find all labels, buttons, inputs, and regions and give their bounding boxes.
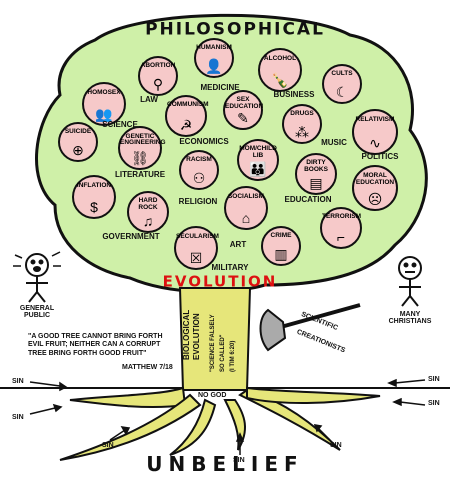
humanism-icon: 👤 [205, 58, 223, 75]
fruit-communism: COMMUNISM☭ [165, 95, 209, 137]
wave-icon: ∿ [369, 134, 381, 151]
trunk-science-falsely: "SCIENCE FALSELY [210, 314, 216, 372]
title-unbelief: UNBELIEF [146, 452, 304, 476]
shock-lines [13, 251, 61, 267]
fruit-racism: RACISM⚇ [179, 150, 219, 190]
trunk-so-called: SO CALLED" [220, 334, 226, 372]
verse-text: "A GOOD TREE CANNOT BRING FORTH EVIL FRU… [28, 333, 163, 357]
category-medicine: MEDICINE [200, 83, 240, 92]
sin-arrows [29, 378, 426, 455]
category-music: MUSIC [321, 138, 347, 147]
pills-icon: ⁂ [295, 124, 309, 141]
fruit-relativism: RELATIVISM∿ [352, 109, 398, 155]
fruit-drugs: DRUGS⁂ [282, 104, 322, 144]
fruit-mom-child-lib: MOM/CHILD LIB👪 [237, 139, 279, 181]
fruit-crime: CRIME▥ [261, 226, 301, 266]
tree-roots [59, 386, 381, 461]
no-god-label: NO GOD [198, 392, 227, 399]
two-figures-icon: ⚇ [192, 170, 206, 187]
fruit-moral-education: MORAL EDUCATION☹ [352, 165, 398, 211]
trunk-reference: (I TIM 6:20) [230, 340, 236, 372]
category-politics: POLITICS [361, 152, 399, 161]
category-education: EDUCATION [284, 195, 332, 204]
category-science: SCIENCE [102, 120, 138, 129]
many-christians-label: MANY CHRISTIANS [388, 311, 432, 325]
category-business: BUSINESS [273, 90, 315, 99]
family-icon: 👪 [249, 160, 267, 177]
fruit-inflation: INFLATION$ [72, 175, 116, 219]
category-economics: ECONOMICS [179, 137, 229, 146]
syringe-icon: ✎ [237, 110, 249, 127]
jail-bars-icon: ▥ [274, 246, 288, 263]
fruit-humanism: HUMANISM👤 [194, 38, 234, 78]
axe [259, 303, 361, 352]
title-philosophical: PHILOSOPHICAL [145, 19, 325, 40]
sin-label-4: SIN [233, 457, 245, 464]
verse-reference: MATTHEW 7/18 [122, 364, 173, 371]
abortion-icon: ⚲ [152, 76, 164, 93]
fruit-secularism: SECULARISM☒ [174, 226, 219, 270]
hammer-sickle-icon: ☭ [179, 116, 193, 133]
fruit-alcohol: ALCOHOL🍾 [258, 48, 302, 92]
category-military: MILITARY [211, 263, 249, 272]
moon-icon: ☾ [335, 84, 349, 101]
category-art: ART [229, 240, 247, 249]
sin-label-3: SIN [102, 442, 114, 449]
fruit-dirty-books: DIRTY BOOKS▤ [295, 153, 337, 195]
title-evolution: EVOLUTION [162, 272, 278, 291]
chain-icon: ⛓ [131, 149, 149, 166]
target-icon: ⊕ [72, 142, 84, 159]
guitar-icon: ♫ [142, 212, 154, 229]
bottle-icon: 🍾 [271, 71, 289, 88]
gun-icon: ⌐ [336, 228, 346, 245]
face-icon: ☹ [367, 190, 383, 207]
category-religion: RELIGION [178, 197, 218, 206]
fruit-socialism: SOCIALISM⌂ [224, 186, 268, 230]
fruit-genetic-engineering: GENETIC ENGINEERING⛓ [118, 126, 166, 170]
category-government: GOVERNMENT [102, 232, 160, 241]
crossed-box-icon: ☒ [189, 249, 203, 266]
fruit-cults: CULTS☾ [322, 64, 362, 104]
fruit-abortion: ABORTION⚲ [138, 56, 178, 96]
sin-label-1: SIN [12, 378, 24, 385]
sin-label-7: SIN [428, 376, 440, 383]
sin-label-5: SIN [330, 442, 342, 449]
fruit-sex-education: SEX EDUCATION✎ [223, 90, 263, 130]
fruit-terrorism: TERRORISM⌐ [320, 207, 362, 249]
trunk-biological: BIOLOGICAL [182, 309, 191, 360]
two-people-icon: 👥 [95, 105, 113, 122]
fruit-homosex: HOMOSEX👥 [82, 82, 126, 126]
many-christians-figure [398, 256, 422, 307]
category-law: LAW [140, 95, 158, 104]
book-icon: ▤ [309, 174, 323, 191]
sin-label-2: SIN [12, 414, 24, 421]
trunk-evolution: EVOLUTION [192, 313, 201, 360]
sin-label-6: SIN [428, 400, 440, 407]
building-icon: ⌂ [241, 209, 251, 226]
fruit-hard-rock: HARD ROCK♫ [127, 191, 169, 233]
category-literature: LITERATURE [114, 170, 166, 179]
general-public-figure [25, 253, 49, 303]
general-public-label: GENERAL PUBLIC [19, 305, 55, 319]
fruit-suicide: SUICIDE⊕ [58, 122, 98, 162]
dollar-icon: $ [90, 198, 98, 215]
